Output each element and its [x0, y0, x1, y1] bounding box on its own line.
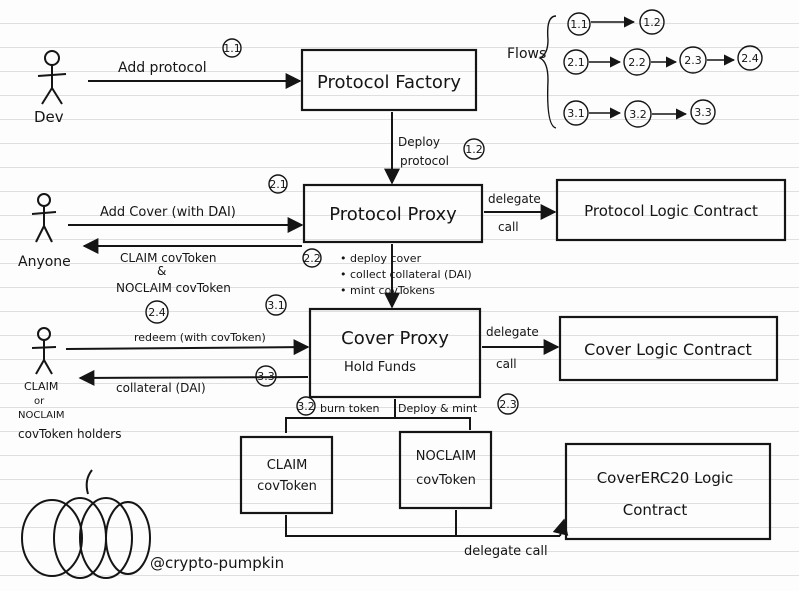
- erc20-delegate-arrowhead: [552, 518, 569, 537]
- holders-label-4: covToken holders: [18, 427, 121, 441]
- step-2-4-badge: [145, 300, 169, 324]
- flow-3-3-text: 3.3: [694, 106, 712, 119]
- step-1-1-text: 1.1: [223, 42, 241, 55]
- step-3-2-text-burn: 3.2: [297, 400, 315, 413]
- cover-proxy-sublabel: Hold Funds: [344, 360, 416, 375]
- step-2-4-text: 2.4: [148, 306, 166, 319]
- covererc20-logic-box: [564, 442, 772, 541]
- flow-2-4-text: 2.4: [741, 52, 759, 65]
- pumpkin-icon: [21, 469, 151, 579]
- claim-covtoken-box: [239, 435, 334, 515]
- holders-label-1: CLAIM: [24, 380, 58, 393]
- cover-delegate-label-1: delegate: [486, 325, 539, 339]
- anyone-actor-icon: [31, 193, 57, 243]
- redeem-label: redeem (with covToken): [134, 331, 266, 344]
- deploy-cover-label-2: • collect collateral (DAI): [340, 268, 472, 281]
- flow-3-1-text: 3.1: [567, 107, 585, 120]
- covtoken-label-3: NOCLAIM covToken: [116, 281, 231, 295]
- add-cover-label: Add Cover (with DAI): [100, 205, 236, 220]
- holder-actor-icon: [31, 327, 57, 375]
- protocol-proxy-label: Protocol Proxy: [329, 204, 457, 225]
- protocol-delegate-label-2: call: [498, 220, 519, 234]
- flow-2-1-badge: [563, 49, 589, 75]
- flow-3-2-badge: [624, 100, 652, 128]
- flow-3-2-text: 3.2: [629, 108, 647, 121]
- cover-delegate-label-2: call: [496, 357, 517, 371]
- step-3-1-text: 3.1: [267, 299, 285, 312]
- collateral-label: collateral (DAI): [116, 381, 206, 395]
- flow-1-2-badge: [639, 9, 665, 35]
- step-2-2-badge-top: [302, 248, 322, 268]
- anyone-label: Anyone: [18, 254, 71, 270]
- step-3-3-badge: [255, 365, 277, 387]
- step-3-2-badge-burn: [296, 396, 316, 416]
- protocol-delegate-label-1: delegate: [488, 192, 541, 206]
- flow-2-3-badge: [679, 46, 707, 74]
- erc20-delegate-label: delegate call: [464, 544, 548, 559]
- protocol-logic-label: Protocol Logic Contract: [584, 202, 758, 220]
- step-3-1-badge: [265, 294, 287, 316]
- deploy-cover-label-3: • mint covTokens: [340, 284, 435, 297]
- flow-2-2-badge: [623, 48, 651, 76]
- holders-label-2: or: [34, 396, 45, 407]
- step-1-2-badge: [463, 138, 485, 160]
- covtoken-label-1: CLAIM covToken: [120, 251, 216, 265]
- dev-label: Dev: [34, 108, 64, 126]
- flow-row-2: 2.1 2.2 2.3 2.4: [563, 45, 763, 76]
- protocol-factory-label: Protocol Factory: [317, 72, 461, 93]
- noclaim-covtoken-box: [398, 430, 493, 510]
- flow-3-1-badge: [563, 100, 589, 126]
- flow-2-1-text: 2.1: [567, 56, 585, 69]
- protocol-factory-box: [300, 48, 478, 112]
- flow-row-1: 1.1 1.2: [567, 9, 665, 36]
- burn-token-label: burn token: [320, 402, 380, 415]
- protocol-proxy-box: [302, 183, 484, 244]
- flow-row-3: 3.1 3.2 3.3: [563, 99, 716, 128]
- claim-box-label-1: CLAIM: [267, 458, 308, 473]
- cover-proxy-box: [308, 307, 482, 399]
- flow-1-2-text: 1.2: [643, 16, 661, 29]
- cover-logic-box: [558, 315, 779, 382]
- noclaim-box-label-1: NOCLAIM: [416, 449, 477, 464]
- flow-3-3-badge: [690, 99, 716, 125]
- step-2-1-badge: [268, 174, 288, 194]
- cover-proxy-label: Cover Proxy: [341, 328, 449, 349]
- deploy-mint-label: Deploy & mint: [398, 402, 478, 415]
- erc20-box-label-1: CoverERC20 Logic: [597, 469, 734, 487]
- add-protocol-label: Add protocol: [118, 60, 207, 76]
- collateral-return-arrow: [78, 369, 309, 386]
- cover-logic-label: Cover Logic Contract: [584, 340, 752, 359]
- signature-label: @crypto-pumpkin: [150, 554, 284, 572]
- step-1-2-text: 1.2: [465, 143, 483, 156]
- flows-brace: [538, 15, 557, 129]
- step-2-3-badge-mint: [497, 393, 519, 415]
- step-1-1-badge: [222, 38, 242, 58]
- step-3-3-text: 3.3: [257, 370, 275, 383]
- flow-2-3-text: 2.3: [684, 54, 702, 67]
- protocol-logic-box: [555, 178, 787, 242]
- flow-2-4-badge: [737, 45, 763, 71]
- flow-1-1-text: 1.1: [570, 18, 588, 31]
- redeem-arrow: [65, 339, 310, 356]
- flow-1-1-badge: [567, 12, 591, 36]
- deploy-protocol-label-1: Deploy: [398, 135, 440, 149]
- token-connector: [285, 417, 471, 433]
- covtoken-label-2: &: [157, 264, 166, 278]
- erc20-delegate-line: [285, 515, 560, 537]
- flow-2-2-text: 2.2: [628, 56, 646, 69]
- holders-label-3: NOCLAIM: [18, 410, 65, 421]
- deploy-cover-label-1: • deploy cover: [340, 252, 422, 265]
- dev-actor-icon: [37, 50, 67, 105]
- deploy-protocol-label-2: protocol: [400, 154, 449, 168]
- flows-label: Flows: [507, 46, 546, 62]
- step-2-1-text: 2.1: [269, 178, 287, 191]
- noclaim-box-label-2: covToken: [416, 473, 476, 488]
- step-2-2-text-top: 2.2: [303, 252, 321, 265]
- erc20-box-label-2: Contract: [623, 501, 688, 519]
- step-2-3-text-mint: 2.3: [499, 398, 517, 411]
- claim-box-label-2: covToken: [257, 479, 317, 494]
